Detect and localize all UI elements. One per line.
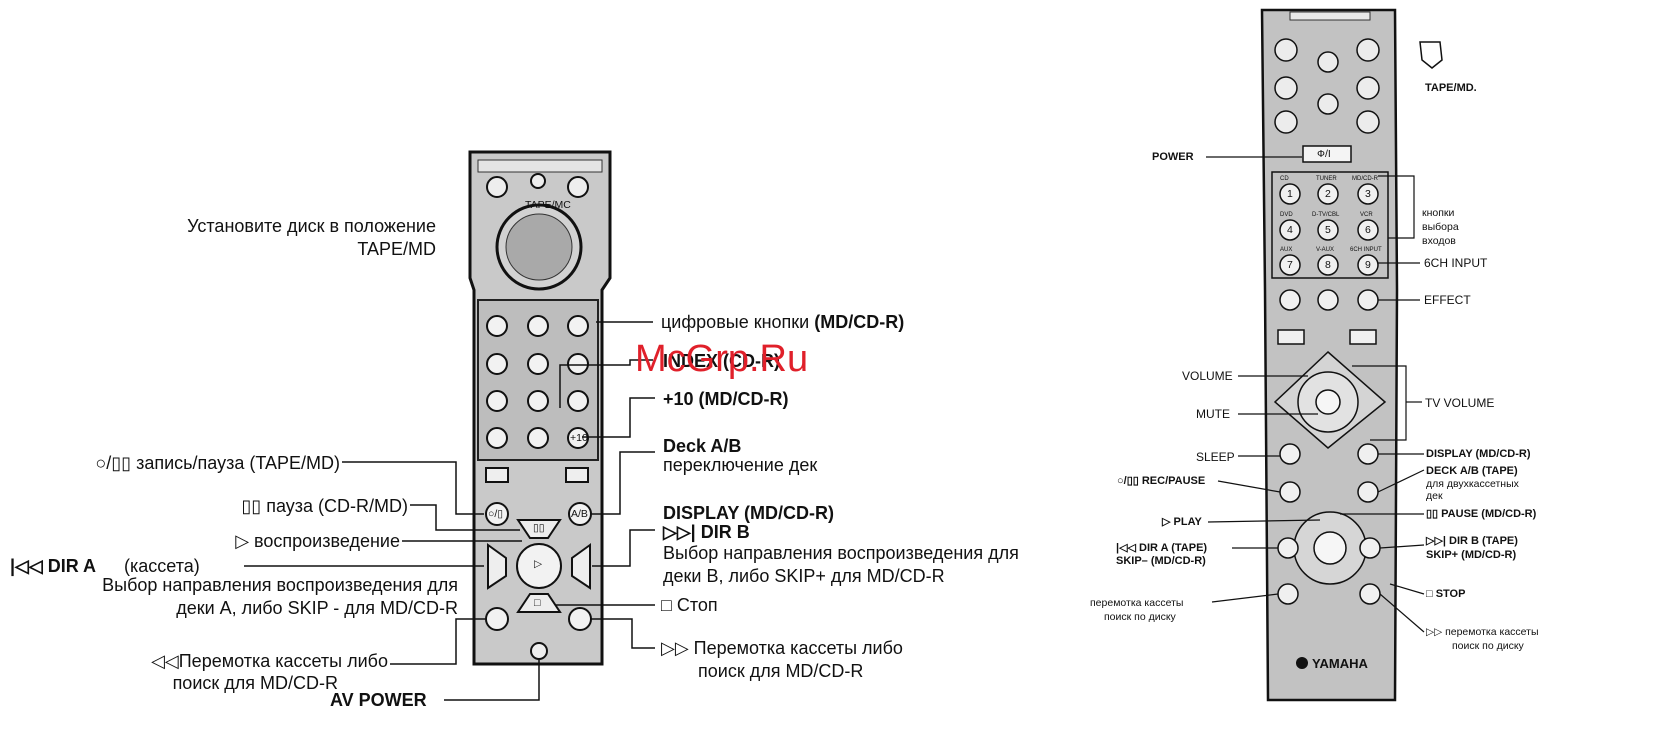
right-label-6ch-input: 6CH INPUT	[1424, 256, 1488, 270]
right-label-mute: MUTE	[1196, 407, 1230, 421]
right-button-input-1[interactable]: 1	[1287, 188, 1293, 200]
label-display: DISPLAY (MD/CD-R)	[663, 503, 835, 523]
label-rewind-2: поиск для MD/CD-R	[172, 673, 338, 693]
right-label-rewind-2: поиск по диску	[1104, 611, 1176, 623]
right-label-pause: ▯▯ PAUSE (MD/CD-R)	[1426, 508, 1537, 520]
right-label-sleep: SLEEP	[1196, 450, 1235, 464]
right-label-inputs-1: кнопки	[1422, 207, 1455, 219]
right-label-tape-md: TAPE/MD.	[1425, 82, 1477, 94]
label-dir-b: ▷▷| DIR B	[663, 522, 750, 542]
right-button-input-4[interactable]: 4	[1287, 224, 1293, 236]
left-button-tape-md[interactable]: TAPE/MC	[525, 199, 571, 211]
label-dir-b-desc-1: Выбор направления воспроизведения для	[663, 543, 1019, 563]
label-dir-b-desc-2: деки B, либо SKIP+ для MD/CD-R	[663, 566, 945, 586]
right-button-input-9[interactable]: 9	[1365, 259, 1371, 271]
label-dir-a-cassette: (кассета)	[124, 556, 200, 576]
label-numeric-buttons: цифровые кнопки (MD/CD-R)	[661, 312, 905, 332]
label-rec-pause: ○/▯▯ запись/пауза (TAPE/MD)	[95, 453, 340, 473]
right-label-play: ▷ PLAY	[1162, 516, 1202, 528]
watermark: McGrp.Ru	[635, 338, 809, 380]
right-label-display: DISPLAY (MD/CD-R)	[1426, 448, 1531, 460]
right-input-name-md: MD/CD-R	[1352, 176, 1378, 182]
left-button-play[interactable]: ▷	[534, 558, 543, 570]
right-label-skip-minus: SKIP– (MD/CD-R)	[1116, 555, 1206, 567]
left-button-plus10[interactable]: +10	[570, 432, 588, 444]
right-input-name-cd: CD	[1280, 176, 1289, 182]
right-button-input-8[interactable]: 8	[1325, 259, 1331, 271]
right-input-name-vaux: V-AUX	[1316, 247, 1335, 253]
label-stop: □ Стоп	[661, 595, 718, 615]
right-label-forward-1: ▷▷ перемотка кассеты	[1426, 626, 1539, 638]
right-label-power: POWER	[1152, 151, 1194, 163]
yamaha-logo-text: YAMAHA	[1312, 656, 1368, 671]
label-forward-1: ▷▷ Перемотка кассеты либо	[661, 638, 903, 658]
right-label-skip-plus: SKIP+ (MD/CD-R)	[1426, 549, 1517, 561]
right-label-volume: VOLUME	[1182, 369, 1233, 383]
right-label-inputs-2: выбора	[1422, 221, 1459, 233]
left-button-rec[interactable]: ○/▯	[488, 508, 504, 520]
right-button-input-6[interactable]: 6	[1365, 224, 1371, 236]
label-deck-ab-desc: переключение дек	[663, 455, 818, 475]
label-tape-md-position: TAPE/MD	[357, 239, 436, 259]
right-button-input-7[interactable]: 7	[1287, 259, 1293, 271]
right-label-deck-ab: DECK A/B (TAPE)	[1426, 465, 1518, 477]
right-remote-body	[1260, 8, 1443, 702]
right-input-name-6ch: 6CH INPUT	[1350, 247, 1382, 253]
right-label-deck-ab-3: дек	[1426, 490, 1443, 502]
label-pause: ▯▯ пауза (CD-R/MD)	[241, 496, 408, 516]
right-button-input-2[interactable]: 2	[1325, 188, 1331, 200]
right-input-name-tuner: TUNER	[1316, 176, 1337, 182]
right-label-deck-ab-2: для двухкассетных	[1426, 478, 1519, 490]
right-label-rewind-1: перемотка кассеты	[1090, 597, 1184, 609]
right-label-stop: □ STOP	[1426, 588, 1466, 600]
left-button-ab[interactable]: A/B	[571, 508, 588, 520]
right-label-dir-a: |◁◁ DIR A (TAPE)	[1116, 542, 1208, 554]
left-button-pause[interactable]: ▯▯	[533, 522, 545, 534]
label-forward-2: поиск для MD/CD-R	[698, 661, 864, 681]
label-index: INDEX (CD-R)	[663, 351, 780, 371]
label-av-power: AV POWER	[330, 690, 427, 710]
right-label-tv-volume: TV VOLUME	[1425, 396, 1495, 410]
right-input-name-vcr: VCR	[1360, 212, 1373, 218]
right-input-name-aux: AUX	[1280, 247, 1293, 253]
right-button-input-5[interactable]: 5	[1325, 224, 1331, 236]
label-dir-a: |◁◁ DIR A	[10, 556, 97, 576]
label-rewind-1: ◁◁Перемотка кассеты либо	[151, 651, 388, 671]
right-label-effect: EFFECT	[1424, 293, 1471, 307]
right-button-power[interactable]: Ф/I	[1317, 148, 1331, 160]
label-dir-a-desc-1: Выбор направления воспроизведения для	[102, 575, 458, 595]
right-label-rec-pause: ○/▯▯ REC/PAUSE	[1117, 475, 1206, 487]
right-label-inputs-3: входов	[1422, 235, 1456, 247]
label-play: ▷ воспроизведение	[235, 531, 400, 551]
left-button-stop[interactable]: □	[534, 597, 541, 609]
label-tape-md-instruction: Установите диск в положение	[187, 216, 436, 236]
label-deck-ab: Deck A/B	[663, 436, 742, 456]
right-input-name-dtv: D-TV/CBL	[1312, 212, 1340, 218]
left-remote-body	[468, 150, 612, 666]
left-callout-lines	[244, 321, 655, 701]
right-input-name-dvd: DVD	[1280, 212, 1293, 218]
right-callout-lines	[1206, 156, 1425, 633]
right-button-input-3[interactable]: 3	[1365, 188, 1371, 200]
label-plus10: +10 (MD/CD-R)	[663, 389, 789, 409]
right-label-dir-b: ▷▷| DIR B (TAPE)	[1426, 535, 1518, 547]
label-dir-a-desc-2: деки A, либо SKIP - для MD/CD-R	[176, 598, 458, 618]
right-label-forward-2: поиск по диску	[1452, 640, 1524, 652]
